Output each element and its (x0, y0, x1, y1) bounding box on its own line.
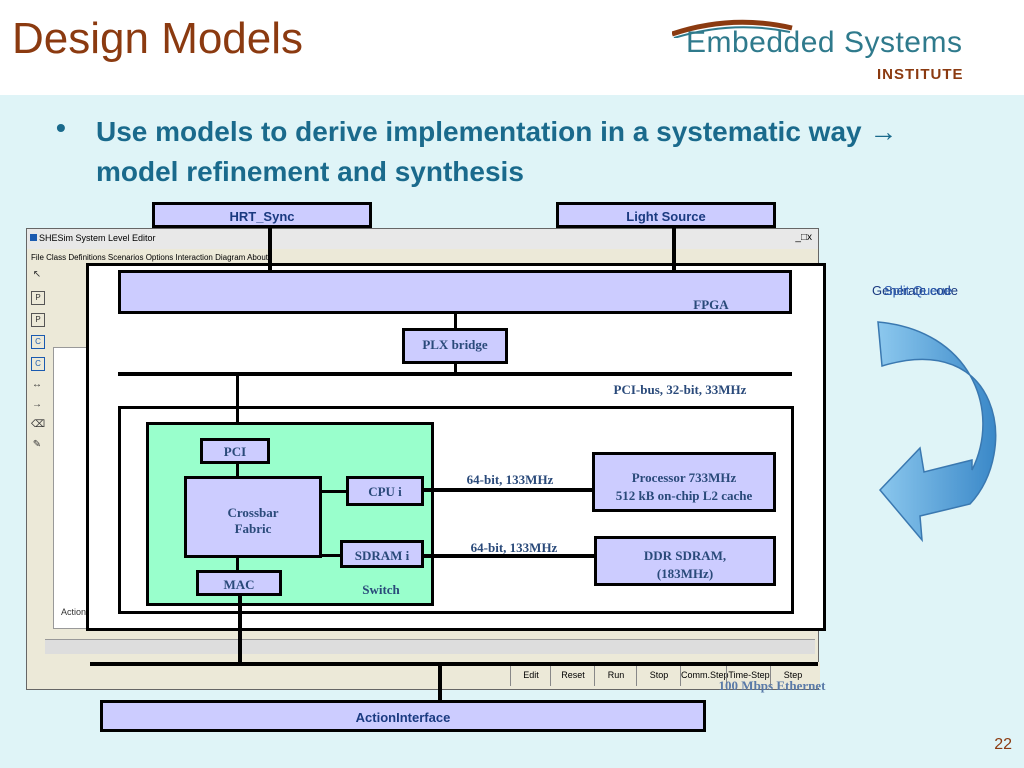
pci-label: PCI (223, 444, 247, 459)
step-button[interactable]: Step (770, 664, 815, 686)
eraser-tool-icon[interactable]: ⌫ (31, 419, 46, 430)
window-menubar[interactable]: File Class Definitions Scenarios Options… (27, 251, 818, 265)
mac-box: MAC (196, 570, 282, 596)
window-controls[interactable]: _□x (795, 232, 812, 243)
comm-step-button[interactable]: Comm.Step (680, 664, 729, 686)
cpu-link-label: 64-bit, 133MHz (466, 472, 554, 487)
edit-button[interactable]: Edit (510, 664, 551, 686)
mac-ethernet-drop (238, 596, 242, 664)
fpga-plx-link (454, 314, 457, 330)
crossbar-box: Crossbar Fabric (184, 476, 322, 558)
window-title: SHESim System Level Editor (39, 233, 156, 243)
window-toolbar: ↖ P P C C ↔ → ⌫ ✎ (29, 269, 47, 459)
logo-main-text: Embedded Systems (686, 26, 963, 59)
board-outline (118, 406, 794, 614)
sdram-link-label: 64-bit, 133MHz (470, 540, 558, 555)
horizontal-scrollbar[interactable] (45, 639, 815, 654)
bullet-marker: • (56, 112, 66, 143)
truncated-label: Action (61, 607, 87, 617)
reset-button[interactable]: Reset (550, 664, 595, 686)
p-tool-icon[interactable]: P (31, 291, 45, 305)
light-source-label: Light Source (626, 209, 706, 224)
stop-button[interactable]: Stop (636, 664, 681, 686)
hrt-sync-box: HRT_Sync (152, 202, 372, 228)
sdram-i-label: SDRAM i (354, 548, 410, 563)
crossbar-cpu-link (322, 490, 348, 493)
arrow-overlay-text-a: Generate code (872, 283, 959, 298)
crossbar-sdram-link (322, 554, 348, 557)
pci-bus-label: PCI-bus, 32-bit, 33MHz (613, 382, 747, 397)
logo-sub-text: INSTITUTE (877, 66, 964, 83)
ethernet-line (90, 662, 818, 666)
institute-logo: Embedded Systems INSTITUTE (672, 14, 1012, 86)
fpga-box: FPGA (118, 270, 792, 314)
action-interface-label: ActionInterface (355, 710, 451, 725)
pci-box: PCI (200, 438, 270, 464)
ddr-box: DDR SDRAM, (183MHz) (594, 536, 776, 586)
action-interface-link (438, 664, 442, 702)
arrow-overlay-text-b: Split Queue (884, 283, 952, 298)
arrow-tool-icon[interactable]: → (32, 399, 42, 410)
cpu-i-label: CPU i (368, 484, 402, 499)
select-tool-icon[interactable]: ↖ (32, 269, 42, 280)
page-number: 22 (994, 736, 1012, 753)
window-titlebar: SHESim System Level Editor _□x (27, 229, 818, 249)
ddr-label: DDR SDRAM, (183MHz) (643, 548, 727, 581)
cpu-i-box: CPU i (346, 476, 424, 506)
run-button[interactable]: Run (594, 664, 637, 686)
p2-tool-icon[interactable]: P (31, 313, 45, 327)
crossbar-mac-link (236, 558, 239, 572)
plx-bridge-label: PLX bridge (422, 337, 488, 352)
app-icon (30, 234, 37, 241)
c2-tool-icon[interactable]: C (31, 357, 45, 371)
processor-box: Processor 733MHz 512 kB on-chip L2 cache (592, 452, 776, 512)
action-interface-box: ActionInterface (100, 700, 706, 732)
time-step-button[interactable]: Time-Step (726, 664, 771, 686)
mac-label: MAC (223, 577, 255, 592)
pin-tool-icon[interactable]: ✎ (32, 439, 42, 450)
hrt-sync-label: HRT_Sync (229, 209, 295, 224)
logo-arc-icon (672, 19, 793, 38)
slide-title: Design Models (12, 14, 304, 63)
refinement-arrow-icon (877, 321, 997, 543)
light-source-box: Light Source (556, 202, 776, 228)
slide-header: Design Models Embedded Systems INSTITUTE (0, 0, 1024, 95)
sdram-i-box: SDRAM i (340, 540, 424, 568)
hrt-sync-link (268, 228, 272, 272)
bullet-text: Use models to derive implementation in a… (96, 116, 898, 187)
link-tool-icon[interactable]: ↔ (32, 379, 42, 390)
c-tool-icon[interactable]: C (31, 335, 45, 349)
switch-label: Switch (362, 582, 400, 597)
plx-bridge-box: PLX bridge (402, 328, 508, 364)
cpu-processor-link (424, 488, 594, 492)
pci-bus-line (118, 372, 792, 376)
button-strip (508, 662, 820, 688)
processor-label: Processor 733MHz 512 kB on-chip L2 cache (615, 470, 753, 503)
sdram-ddr-link (424, 554, 596, 558)
menu-items[interactable]: File Class Definitions Scenarios Options… (31, 253, 268, 262)
pci-crossbar-link (236, 464, 239, 478)
plx-bus-link (454, 364, 457, 374)
light-source-link (672, 228, 676, 272)
crossbar-label: Crossbar Fabric (227, 505, 279, 536)
ethernet-label: 100 Mbps Ethernet (718, 678, 826, 693)
fpga-label: FPGA (693, 297, 729, 312)
